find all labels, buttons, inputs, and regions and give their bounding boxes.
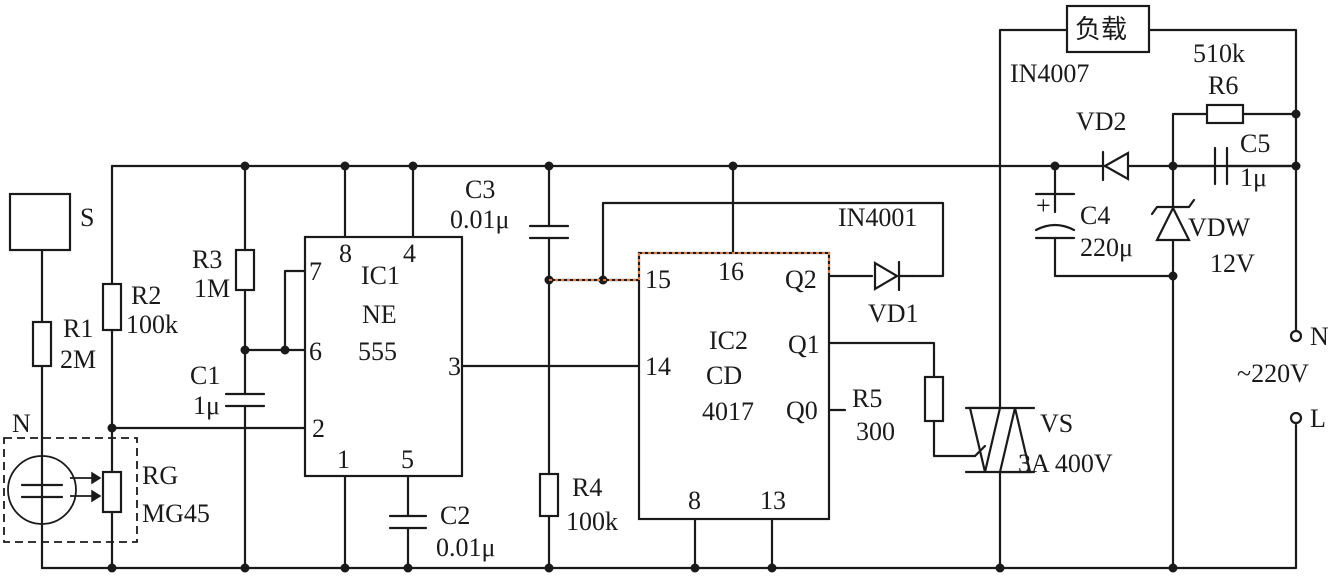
label-rg-value: MG45 — [142, 499, 210, 528]
diode-vd1 — [873, 260, 915, 292]
label-r3: R3 — [192, 245, 222, 274]
label-c3-value: 0.01μ — [450, 205, 509, 234]
label-load-diode: IN4007 — [1010, 59, 1089, 88]
touch-plate-s — [8, 192, 72, 252]
ic2-pin-8: 8 — [688, 486, 701, 515]
resistor-r2 — [101, 282, 123, 332]
ic1-pin-3: 3 — [448, 352, 461, 381]
resistor-r6 — [1205, 103, 1245, 125]
junction-dots — [107, 109, 1301, 573]
label-s: S — [80, 203, 94, 232]
label-vd1: VD1 — [868, 299, 919, 328]
ic1-ne555 — [303, 235, 464, 478]
ic2-pin-13: 13 — [760, 486, 786, 515]
ic2-pin-16: 16 — [718, 257, 744, 286]
terminal-l — [1289, 411, 1303, 425]
diode-vd2 — [1101, 150, 1130, 182]
label-r4-value: 100k — [566, 507, 618, 536]
label-load: 负载 — [1075, 15, 1127, 45]
resistor-r5 — [923, 375, 945, 423]
ic2-pin-q0: Q0 — [786, 396, 818, 425]
capacitor-c4 — [1034, 192, 1076, 240]
label-vdw-value: 12V — [1210, 249, 1255, 278]
label-c2-value: 0.01μ — [436, 533, 495, 562]
resistor-r1 — [31, 320, 53, 368]
ic1-name: IC1 — [361, 261, 400, 290]
ic2-type-line2: 4017 — [702, 397, 754, 426]
ic1-pin-8: 8 — [339, 239, 352, 268]
label-mains-l: L — [1310, 404, 1326, 433]
ic1-pin-6: 6 — [309, 337, 322, 366]
highlight-mark — [549, 252, 830, 281]
ic1-pin-5: 5 — [401, 445, 414, 474]
ic2-cd4017 — [637, 251, 831, 521]
ic2-pin-q2: Q2 — [785, 265, 817, 294]
label-r3-value: 1M — [194, 274, 230, 303]
capacitor-c3 — [528, 224, 570, 240]
ic2-pin-q1: Q1 — [788, 330, 820, 359]
label-vd2: VD2 — [1076, 107, 1127, 136]
label-r2-value: 100k — [126, 310, 178, 339]
photoresistor-rg — [101, 470, 123, 514]
ic1-type-line2: 555 — [358, 337, 397, 366]
c4-plus-sign: + — [1036, 191, 1051, 220]
ic1-type-line1: NE — [362, 300, 397, 329]
label-c4: C4 — [1080, 201, 1110, 230]
label-r1: R1 — [63, 314, 93, 343]
label-r6: R6 — [1208, 71, 1238, 100]
label-r5: R5 — [852, 384, 882, 413]
label-c1: C1 — [190, 361, 220, 390]
label-rg: RG — [142, 461, 178, 490]
label-mains-n: N — [1310, 322, 1328, 351]
ic1-pin-7: 7 — [309, 257, 322, 286]
label-c5-value: 1μ — [1240, 163, 1267, 192]
terminal-n — [1289, 329, 1303, 343]
neon-photoresistor-module — [3, 437, 138, 543]
triac-vs — [964, 406, 1036, 474]
ic2-pin-15: 15 — [645, 265, 671, 294]
label-vs-value: 3A 400V — [1018, 449, 1113, 478]
zener-vdw — [1150, 198, 1196, 242]
label-neon-n: N — [12, 409, 31, 438]
ic1-pin-1: 1 — [337, 445, 350, 474]
label-c2: C2 — [440, 501, 470, 530]
label-vs: VS — [1040, 409, 1073, 438]
capacitor-c5 — [1213, 146, 1229, 186]
label-vdw: VDW — [1188, 213, 1251, 242]
label-r2: R2 — [131, 281, 161, 310]
label-c1-value: 1μ — [193, 391, 220, 420]
ic2-pin-14: 14 — [645, 352, 671, 381]
label-vd1-model: IN4001 — [838, 203, 917, 232]
capacitor-c1 — [224, 392, 266, 408]
resistor-r3 — [234, 248, 256, 292]
ic2-type-line1: CD — [706, 361, 742, 390]
ic2-name: IC2 — [709, 326, 748, 355]
label-r5-value: 300 — [856, 417, 895, 446]
label-c4-value: 220μ — [1080, 233, 1133, 262]
label-r4: R4 — [572, 473, 602, 502]
resistor-r4 — [538, 472, 560, 518]
ic1-pin-2: 2 — [312, 414, 325, 443]
label-r1-value: 2M — [60, 345, 96, 374]
label-mains-voltage: ~220V — [1237, 359, 1309, 388]
capacitor-c2 — [388, 514, 428, 530]
label-r6-value: 510k — [1193, 39, 1245, 68]
label-c3: C3 — [465, 175, 495, 204]
label-c5: C5 — [1240, 129, 1270, 158]
ic1-pin-4: 4 — [403, 239, 416, 268]
load-box — [1065, 4, 1151, 54]
